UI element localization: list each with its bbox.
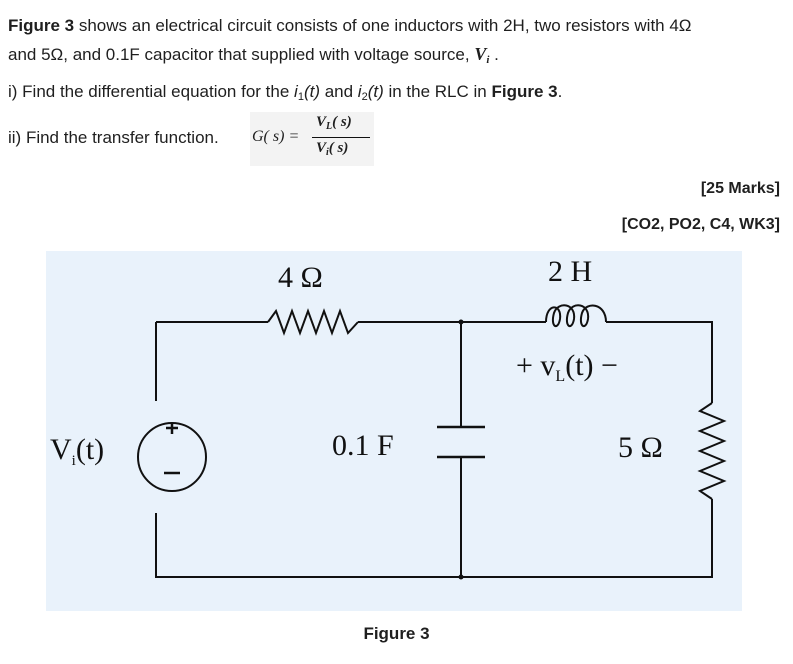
figure-caption: Figure 3	[363, 624, 430, 643]
question-intro-line1: Figure 3 shows an electrical circuit con…	[8, 14, 692, 38]
marks-score: [25 Marks]	[700, 180, 780, 197]
transfer-function-formula: G( s) = VL( s) Vi( s)	[250, 112, 374, 166]
formula-denominator: Vi( s)	[316, 140, 349, 158]
wire-left-bottom	[155, 513, 461, 578]
formula-numerator: VL( s)	[316, 114, 352, 132]
source-symbol-sub: i	[486, 54, 490, 66]
part1-prefix: i) Find the differential equation for th…	[8, 82, 295, 101]
question-part-2: ii) Find the transfer function.	[8, 126, 219, 150]
source-plus-sign	[166, 422, 178, 434]
wire-right-bottom	[461, 499, 713, 578]
part1-t1: (t)	[303, 82, 320, 101]
marks-outcomes: [CO2, PO2, C4, WK3]	[621, 216, 780, 233]
source-symbol: V	[474, 44, 487, 64]
source-label: Vi(t)	[50, 433, 104, 469]
circuit-diagram: 4 Ω 2 H + vL(t) − 0.1 F 5 Ω Vi(t)	[50, 255, 727, 580]
intro-end: .	[489, 45, 499, 64]
part1-i1: i	[294, 82, 298, 101]
circuit-figure: 4 Ω 2 H + vL(t) − 0.1 F 5 Ω Vi(t)	[46, 251, 742, 611]
part1-i2-sub: 2	[361, 91, 368, 103]
resistor-4ohm-label: 4 Ω	[278, 261, 323, 294]
question-intro-line2: and 5Ω, and 0.1F capacitor that supplied…	[8, 42, 499, 72]
resistor-5ohm	[697, 402, 727, 500]
question-part-1: i) Find the differential equation for th…	[8, 80, 562, 109]
node-top	[458, 319, 464, 325]
formula-lhs: G( s) =	[252, 128, 300, 145]
intro-figure-ref: Figure 3	[8, 16, 75, 35]
part1-mid: in the RLC in	[383, 82, 492, 101]
part2-text: ii) Find the transfer function.	[8, 128, 219, 147]
part1-figure-ref: Figure 3	[491, 82, 558, 101]
inductor-voltage-label: + vL(t) −	[516, 349, 618, 385]
intro-text-line2: and 5Ω, and 0.1F capacitor that supplied…	[8, 45, 475, 64]
capacitor-label: 0.1 F	[332, 429, 394, 462]
resistor-4ohm	[267, 308, 359, 336]
part1-t2: (t)	[367, 82, 384, 101]
wire-top-right	[606, 321, 713, 403]
fraction-bar	[312, 137, 370, 138]
inductor-2H	[545, 304, 607, 328]
inductor-label: 2 H	[548, 255, 592, 288]
part1-and: and	[319, 82, 358, 101]
intro-text: shows an electrical circuit consists of …	[74, 16, 692, 35]
part1-i2: i	[357, 82, 362, 101]
resistor-5ohm-label: 5 Ω	[618, 431, 663, 464]
node-bottom	[458, 574, 464, 580]
part1-i1-sub: 1	[297, 91, 304, 103]
part1-end: .	[557, 82, 563, 101]
